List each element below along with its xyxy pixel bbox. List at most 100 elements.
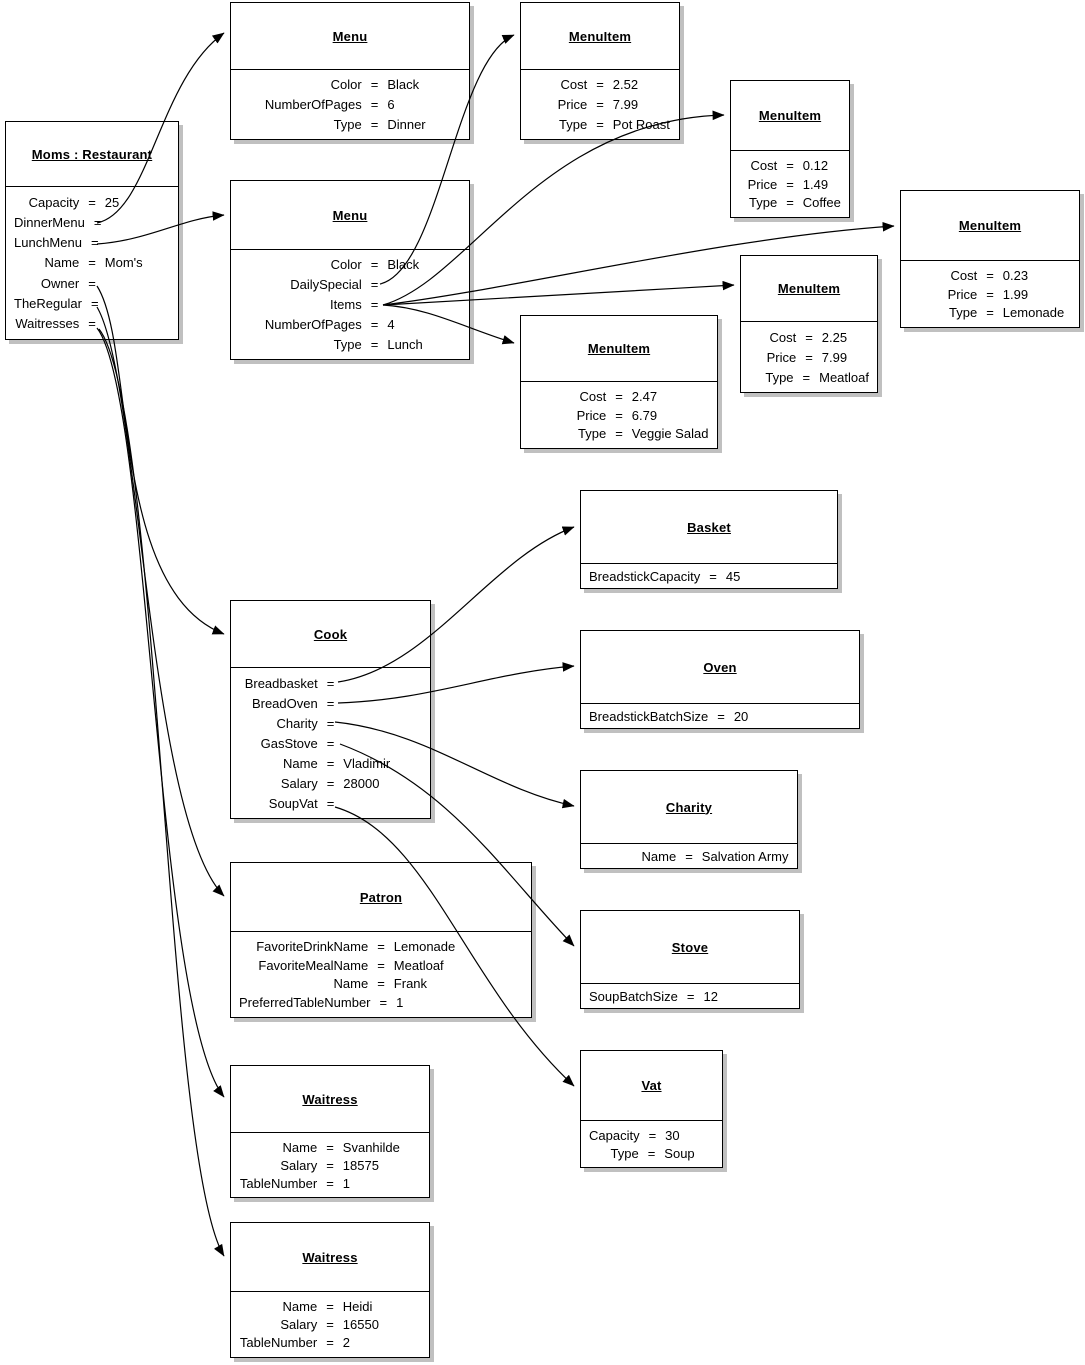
connector-dinnermenu-to-menu-dinner[interactable] [96, 32, 225, 224]
attr-value: 28000 [343, 775, 380, 791]
equals-sign: = [615, 407, 623, 423]
attr-name: Name [641, 848, 677, 864]
attr-value: 1.49 [802, 176, 829, 192]
attr-value: Soup [664, 1145, 695, 1161]
attr-name: Type [949, 305, 978, 321]
object-box-vat[interactable]: Vat Capacity=30 Type=Soup [580, 1050, 723, 1168]
object-title: MenuItem [777, 281, 841, 296]
object-title: MenuItem [587, 341, 651, 356]
attribute-list: Cost=2.47 Price=6.79 Type=Veggie Salad [521, 381, 717, 448]
object-box-stove[interactable]: Stove SoupBatchSize=12 [580, 910, 800, 1009]
equals-sign: = [326, 775, 335, 791]
attribute-row: Capacity=25 [14, 192, 170, 212]
connector-lunchmenu-to-menu-lunch[interactable] [96, 211, 225, 245]
attr-name: Salary [280, 775, 318, 791]
attribute-row: Salary = 28000 [239, 773, 422, 793]
attr-name: Cost [769, 329, 797, 345]
attribute-list: Color=Black DailySpecial= Items= NumberO… [231, 249, 469, 359]
attr-name: Type [559, 116, 588, 132]
object-box-menuitem-veggie-salad[interactable]: MenuItem Cost=2.47 Price=6.79 Type=Veggi… [520, 315, 718, 449]
connector-waitresses-to-waitress-2[interactable] [98, 328, 225, 1257]
equals-sign: = [370, 116, 379, 132]
object-box-menu-lunch[interactable]: Menu Color=Black DailySpecial= Items= Nu… [230, 180, 470, 360]
attr-value: 6.79 [631, 407, 658, 423]
object-title: Waitress [302, 1091, 358, 1107]
object-box-menuitem-meatloaf[interactable]: MenuItem Cost=2.25 Price=7.99 Type=Meatl… [740, 255, 878, 393]
equals-sign: = [326, 755, 335, 771]
attr-value: 2.25 [821, 329, 848, 345]
object-box-basket[interactable]: Basket BreadstickCapacity=45 [580, 490, 838, 589]
attr-value: 1.99 [1002, 286, 1029, 302]
object-box-menuitem-pot-roast[interactable]: MenuItem Cost=2.52 Price=7.99 Type=Pot R… [520, 2, 680, 140]
attribute-row: TheRegular= [14, 293, 170, 313]
attr-value: 25 [104, 194, 120, 210]
attribute-row: PreferredTableNumber=1 [239, 993, 523, 1012]
attr-value: Lunch [387, 336, 423, 352]
attr-value: Heidi [342, 1298, 373, 1314]
attr-value: Vladimir [343, 755, 391, 771]
attr-name: Price [557, 97, 588, 112]
connector-items-to-menuitem-veggie-salad[interactable] [382, 304, 515, 345]
connector-gasstove-to-stove[interactable] [339, 743, 575, 947]
attribute-row: FavoriteMealName=Meatloaf [239, 956, 523, 975]
attr-name: Waitresses [15, 316, 80, 332]
connector-charity-to-charity[interactable] [334, 721, 575, 809]
object-box-oven[interactable]: Oven BreadstickBatchSize=20 [580, 630, 860, 729]
attr-name: SoupBatchSize [589, 988, 678, 1004]
attribute-row: Items= [239, 295, 461, 315]
connector-items-to-menuitem-lemonade[interactable] [382, 221, 895, 306]
attr-name: Name [282, 1298, 318, 1314]
attribute-row: Name=Frank [239, 975, 523, 994]
connector-theregular-to-patron[interactable] [96, 306, 225, 897]
attribute-list: Cost=2.52 Price=7.99 Type=Pot Roast [521, 69, 679, 139]
attribute-row: Price=7.99 [749, 347, 869, 367]
attribute-row: Type=Dinner [239, 114, 461, 134]
attribute-list: Name=Svanhilde Salary=18575 TableNumber=… [231, 1132, 429, 1197]
connector-items-to-menuitem-coffee[interactable] [382, 110, 725, 306]
equals-sign: = [370, 296, 379, 312]
connector-items-to-menuitem-meatloaf[interactable] [382, 280, 735, 306]
equals-sign: = [326, 1316, 334, 1332]
connector-waitresses-to-waitress-1[interactable] [96, 327, 225, 1098]
connector-breadoven-to-oven[interactable] [337, 662, 575, 704]
attr-value: 16550 [342, 1316, 379, 1332]
object-box-menuitem-coffee[interactable]: MenuItem Cost=0.12 Price=1.49 Type=Coffe… [730, 80, 850, 218]
object-box-waitress-heidi[interactable]: Waitress Name=Heidi Salary=16550 TableNu… [230, 1222, 430, 1358]
attribute-list: SoupBatchSize=12 [581, 983, 799, 1008]
attr-name: Price [766, 349, 797, 365]
attribute-row: Cost=2.25 [749, 327, 869, 347]
connector-soupvat-to-vat[interactable] [334, 806, 575, 1087]
attr-name: Capacity [589, 1127, 640, 1143]
attribute-row: Name=Mom's [14, 253, 170, 273]
object-box-cook[interactable]: Cook Breadbasket= BreadOven= Charity= Ga… [230, 600, 431, 819]
attr-name: TheRegular [14, 296, 82, 312]
equals-sign: = [648, 1127, 657, 1143]
attr-name: GasStove [260, 735, 318, 751]
equals-sign: = [986, 305, 994, 321]
attribute-list: Cost=0.23 Price=1.99 Type=Lemonade [901, 260, 1079, 327]
equals-sign: = [786, 195, 794, 211]
connector-breadbasket-to-basket[interactable] [337, 526, 575, 683]
attr-name: Cost [560, 77, 588, 93]
equals-sign: = [326, 735, 335, 751]
object-title: Patron [359, 889, 403, 905]
attr-name: Type [333, 116, 362, 132]
object-box-waitress-svanhilde[interactable]: Waitress Name=Svanhilde Salary=18575 Tab… [230, 1065, 430, 1198]
object-title: Vat [641, 1078, 662, 1093]
attribute-row: Type=Veggie Salad [529, 424, 709, 443]
attribute-list: Cost=2.25 Price=7.99 Type=Meatloaf [741, 321, 877, 392]
connector-dailyspecial-to-menuitem-potroast[interactable] [379, 34, 515, 285]
attr-name: BreadOven [251, 695, 318, 711]
object-box-charity[interactable]: Charity Name=Salvation Army [580, 770, 798, 869]
attr-name: Name [333, 976, 369, 992]
attribute-row: Type=Lunch [239, 334, 461, 354]
attribute-list: Cost=0.12 Price=1.49 Type=Coffee [731, 150, 849, 217]
object-box-menuitem-lemonade[interactable]: MenuItem Cost=0.23 Price=1.99 Type=Lemon… [900, 190, 1080, 328]
object-box-moms-restaurant[interactable]: Moms : Restaurant Capacity=25 DinnerMenu… [5, 121, 179, 340]
object-box-menu-dinner[interactable]: Menu Color=Black NumberOfPages=6 Type=Di… [230, 2, 470, 140]
object-box-patron[interactable]: Patron FavoriteDrinkName=Lemonade Favori… [230, 862, 532, 1018]
attr-value: 2.47 [631, 388, 658, 404]
attribute-row: TableNumber=1 [239, 1174, 421, 1192]
